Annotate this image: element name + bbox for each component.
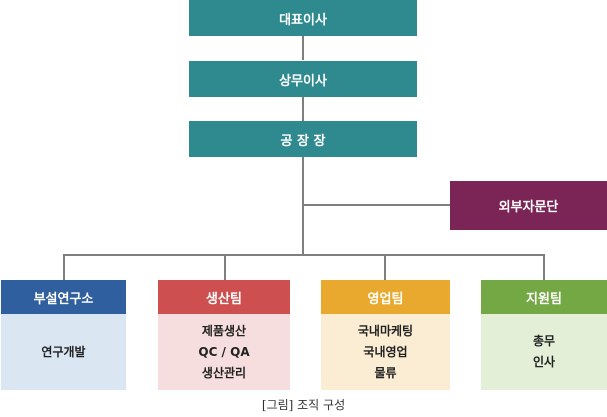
dept-item: 인사 [532,355,556,369]
dept-item: QC / QA [198,344,250,359]
dept-production-body: 제품생산 QC / QA 생산관리 [158,314,290,390]
connector-advisory [302,204,450,206]
dept-item: 제품생산 [201,323,247,338]
dept-support-title: 지원팀 [481,280,607,314]
dept-item: 총무 [532,334,556,348]
connector-dept-3 [384,254,386,280]
dept-research-title: 부설연구소 [1,280,126,314]
dept-item: 물류 [374,365,397,380]
external-advisory-box: 외부자문단 [450,181,607,230]
plant-manager-box: 공 장 장 [189,121,417,157]
dept-production: 생산팀 제품생산 QC / QA 생산관리 [158,280,290,390]
connector-horizontal-bus [63,254,544,256]
dept-item: 생산관리 [201,365,247,380]
dept-sales: 영업팀 국내마케팅 국내영업 물류 [321,280,450,390]
connector-ceo-md [302,36,304,60]
dept-sales-title: 영업팀 [321,280,450,314]
dept-production-title: 생산팀 [158,280,290,314]
dept-item: 국내영업 [363,344,408,359]
connector-dept-1 [63,254,65,280]
managing-director-box: 상무이사 [189,61,417,97]
dept-item: 국내마케팅 [357,323,414,338]
connector-md-plant [302,97,304,121]
dept-item: 연구개발 [41,344,86,359]
dept-support-body: 총무 인사 [481,314,607,390]
dept-research: 부설연구소 연구개발 [1,280,126,390]
dept-support: 지원팀 총무 인사 [481,280,607,390]
dept-sales-body: 국내마케팅 국내영업 물류 [321,314,450,390]
dept-research-body: 연구개발 [1,314,126,390]
connector-dept-4 [543,254,545,280]
ceo-box: 대표이사 [189,0,417,36]
figure-caption: [그림] 조직 구성 [261,398,346,412]
connector-dept-2 [224,254,226,280]
connector-plant-trunk [302,157,304,255]
